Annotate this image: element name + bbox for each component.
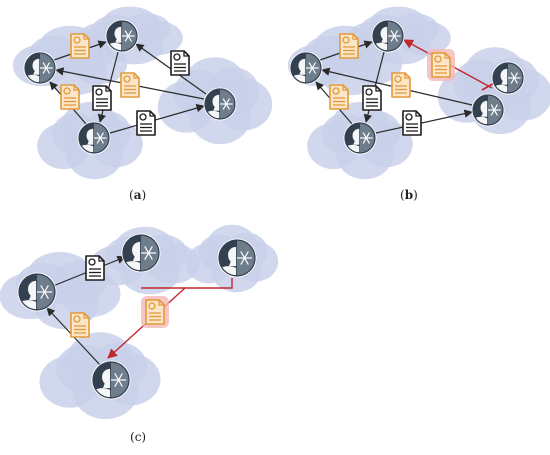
nodes-layer (17, 19, 525, 400)
panel-label-b: (b) (400, 188, 418, 202)
shared-document-icon (70, 312, 90, 338)
private-document-icon (402, 110, 422, 136)
label-letter: b (404, 188, 414, 202)
person-snowflake-node-icon (91, 360, 131, 400)
edge-arrow (109, 104, 205, 134)
label-close: ) (141, 430, 147, 444)
person-snowflake-node-icon (17, 272, 57, 312)
shared-document-icon (427, 49, 455, 81)
person-snowflake-node-icon (371, 19, 405, 53)
private-document-icon (362, 85, 382, 111)
cloud (157, 57, 273, 145)
shared-document-icon (70, 33, 90, 59)
panel-label-c: (c) (130, 430, 146, 444)
private-document-icon (92, 85, 112, 111)
label-close: ) (141, 188, 147, 202)
documents-layer (60, 33, 455, 338)
shared-document-icon (391, 72, 411, 98)
person-snowflake-node-icon (289, 51, 323, 85)
person-snowflake-node-icon (203, 87, 237, 121)
person-snowflake-node-icon (343, 121, 377, 155)
private-document-icon (136, 110, 156, 136)
label-open: ( (129, 188, 134, 202)
shared-document-icon (60, 84, 80, 110)
edge-arrow (375, 109, 473, 134)
label-open: ( (400, 188, 405, 202)
clouds-layer (0, 6, 550, 420)
person-snowflake-node-icon (121, 233, 161, 273)
shared-document-icon (141, 296, 169, 328)
label-letter: c (134, 430, 142, 444)
blocked-edge (141, 278, 233, 289)
edges-layer (46, 39, 497, 367)
person-snowflake-node-icon (491, 61, 525, 95)
panel-label-a: (a) (129, 188, 146, 202)
label-open: ( (130, 430, 135, 444)
person-snowflake-node-icon (105, 19, 139, 53)
private-document-icon (170, 50, 190, 76)
label-letter: a (133, 188, 142, 202)
shared-document-icon (329, 84, 349, 110)
shared-document-icon (120, 72, 140, 98)
label-close: ) (413, 188, 418, 202)
person-snowflake-node-icon (471, 93, 505, 127)
person-snowflake-node-icon (217, 238, 257, 278)
person-snowflake-node-icon (77, 121, 111, 155)
person-snowflake-node-icon (23, 51, 57, 85)
private-document-icon (85, 255, 105, 281)
shared-document-icon (339, 33, 359, 59)
